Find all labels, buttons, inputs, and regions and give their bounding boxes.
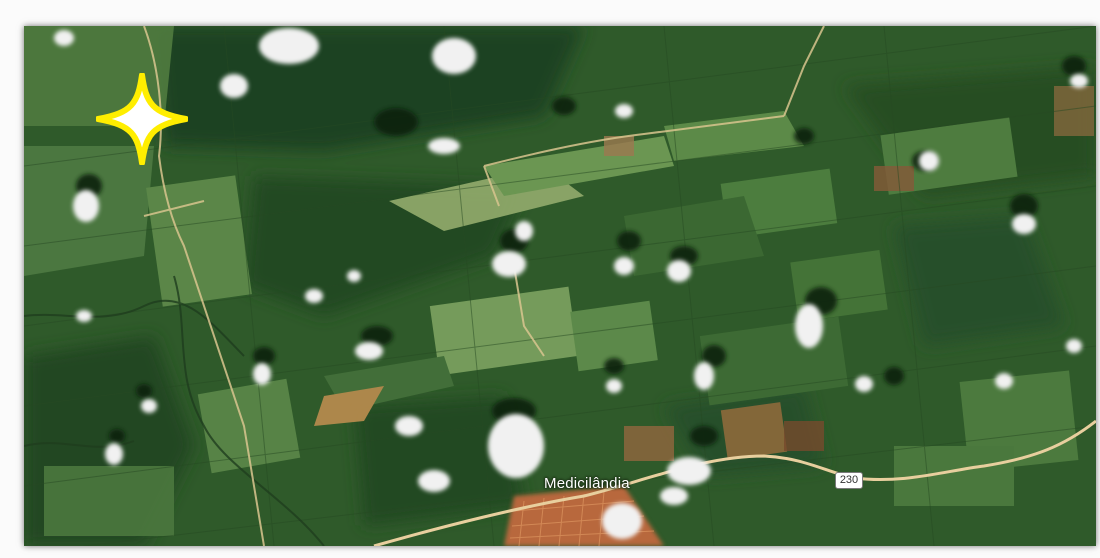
streams bbox=[24, 275, 325, 546]
satellite-imagery bbox=[24, 26, 1096, 546]
clouds bbox=[54, 28, 1088, 539]
highway-shield: 230 bbox=[835, 472, 863, 489]
field-patchwork bbox=[24, 26, 1096, 546]
satellite-map[interactable]: Medicilândia 230 bbox=[24, 26, 1096, 546]
star-marker-icon[interactable] bbox=[96, 73, 188, 165]
highway-230-road bbox=[373, 419, 1096, 546]
dirt-roads bbox=[143, 26, 825, 546]
town-label: Medicilândia bbox=[544, 475, 630, 492]
